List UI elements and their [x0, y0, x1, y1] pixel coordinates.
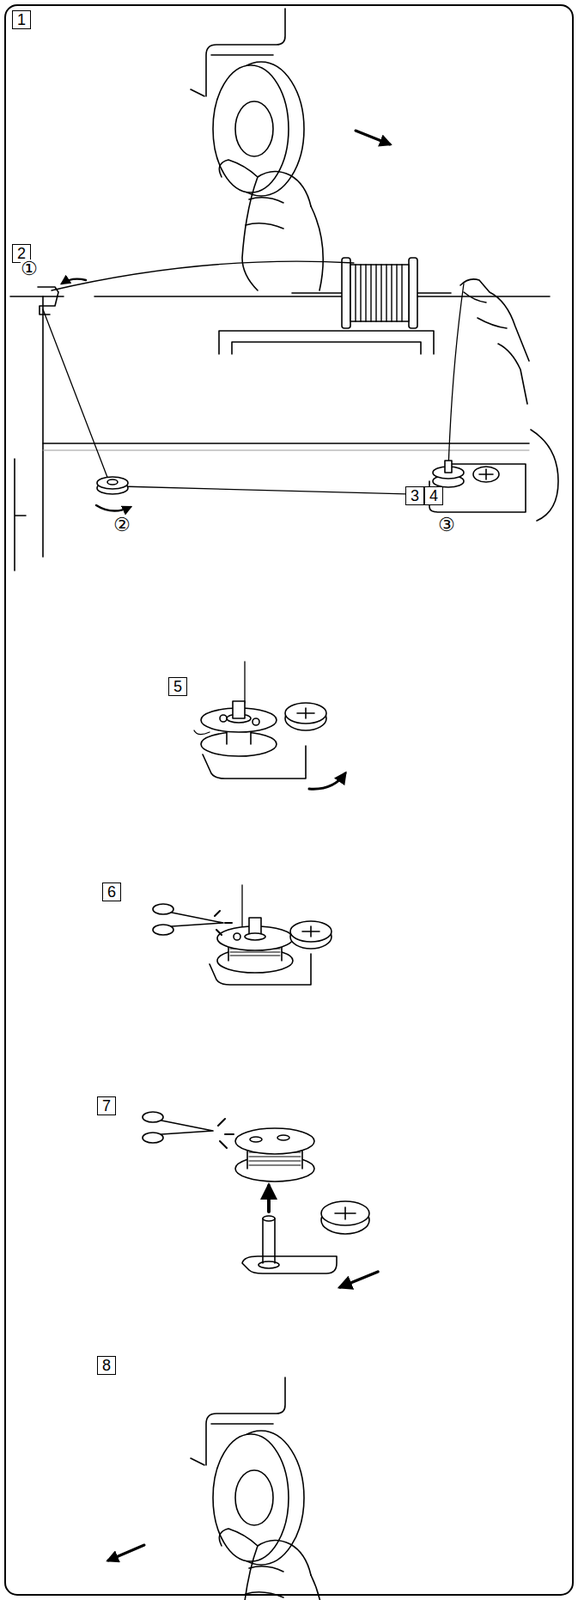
step-number-box: 3 — [405, 486, 425, 505]
step-number-box: 6 — [102, 882, 122, 901]
step-number-box: 8 — [97, 1355, 116, 1375]
step-number-box: 4 — [424, 486, 444, 505]
step-number-box: 5 — [168, 676, 188, 696]
step-number: 1 — [17, 12, 26, 28]
callout-number: ③ — [438, 515, 456, 535]
callout-number: ② — [113, 515, 131, 535]
step-number: 8 — [102, 1356, 111, 1373]
step-number: 3 — [410, 487, 420, 504]
step-number-box: 7 — [97, 1095, 116, 1115]
step-number: 7 — [102, 1097, 111, 1114]
callout-number: ① — [20, 259, 38, 279]
step-number: 6 — [107, 883, 116, 900]
step-number-box: 1 — [12, 10, 31, 30]
step-number: 5 — [173, 678, 183, 694]
step-number: 4 — [429, 487, 439, 504]
